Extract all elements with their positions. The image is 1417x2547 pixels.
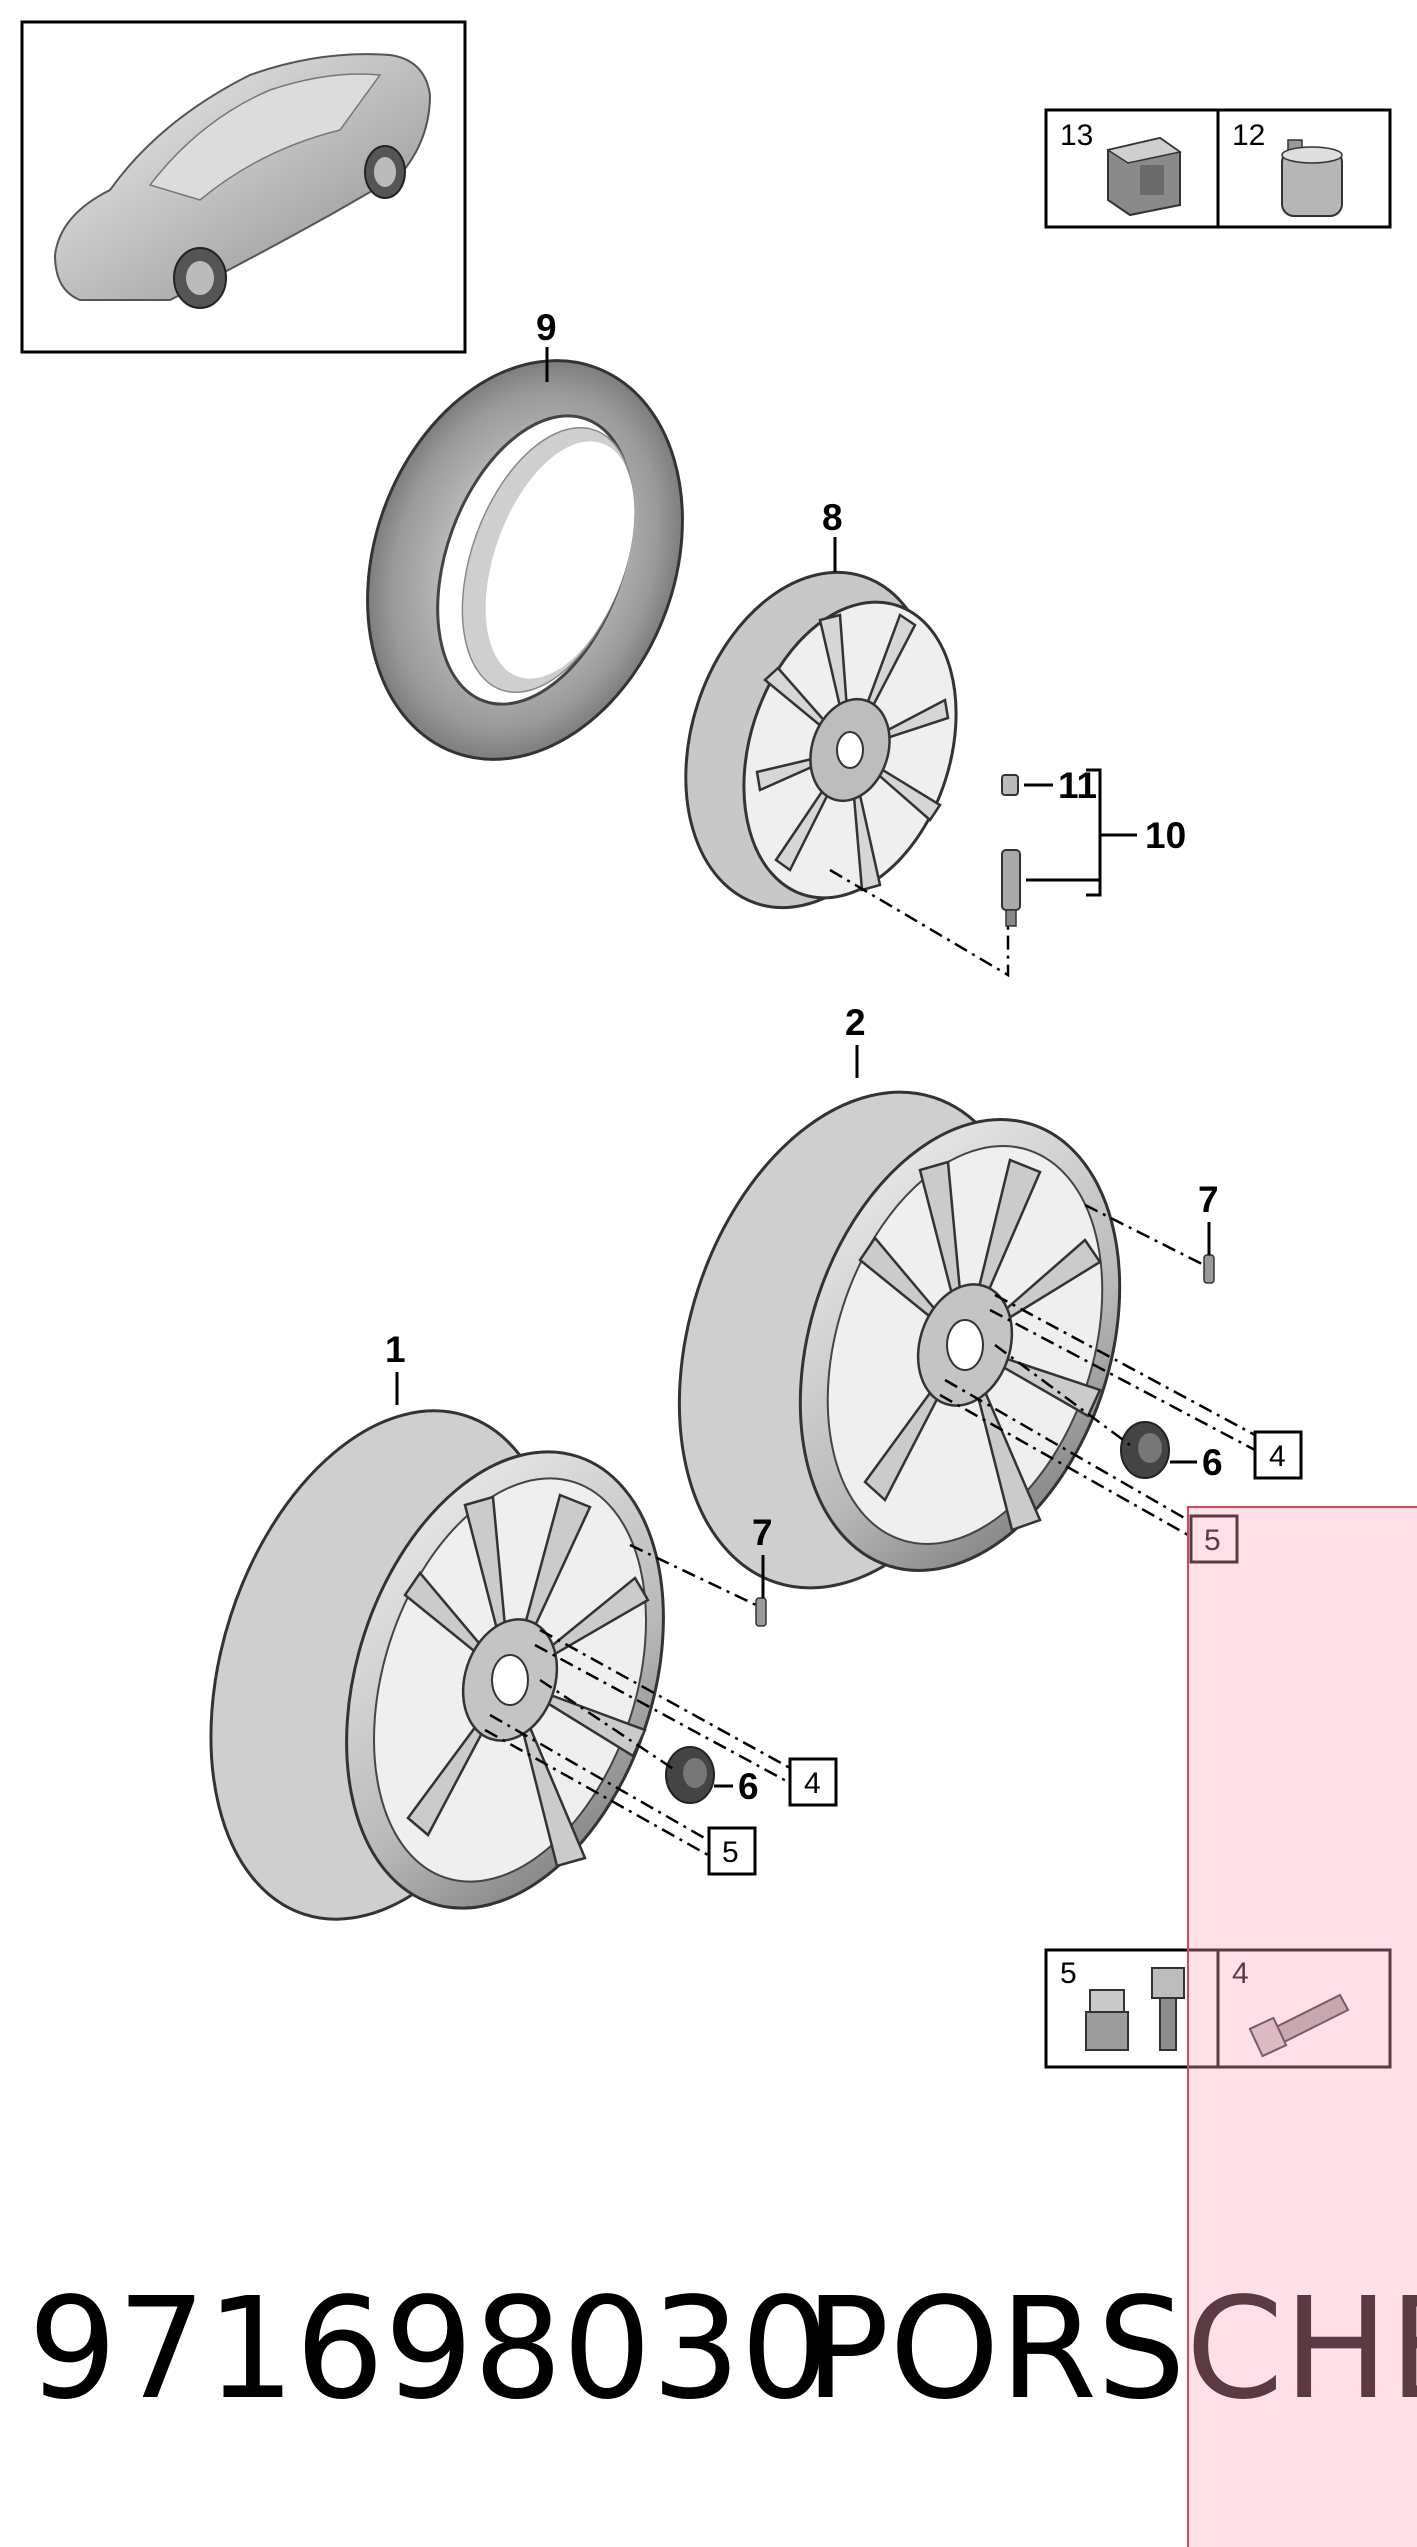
boxed-ref-4b: 4 [804,1767,821,1800]
lock-nut-adapter-icon [1085,1989,1129,2051]
sealant-kit-icon [1106,136,1182,217]
callout-9: 9 [536,307,557,348]
legend-top-left-number: 13 [1060,119,1093,152]
callout-10: 10 [1145,815,1186,856]
callout-2: 2 [845,1002,866,1043]
callout-11: 11 [1058,765,1097,806]
tire-part-9 [366,359,684,761]
wheel-bolt-icon [1248,1993,1350,2058]
center-cap-6b [665,1746,715,1804]
tpms-sensor-7a [1203,1254,1215,1284]
callout-7b: 7 [752,1512,773,1553]
vehicle-thumbnail [20,20,467,354]
wheel-part-1 [209,1409,665,1921]
callout-1: 1 [385,1329,406,1370]
brand-name: PORSCHE [805,2268,1417,2431]
callout-8: 8 [822,497,843,538]
spare-wheel-part-8 [684,570,958,910]
boxed-ref-5a: 5 [1204,1524,1221,1557]
callout-6a: 6 [1202,1442,1223,1483]
legend-bottom-right-number: 4 [1232,1957,1249,1990]
boxed-ref-5b: 5 [722,1836,739,1869]
legend-box-bottom: 5 4 [1044,1948,1392,2069]
center-cap-6a [1120,1421,1170,1479]
legend-bottom-left-number: 5 [1060,1957,1077,1990]
lock-bolt-icon [1151,1967,1185,2051]
legend-box-top: 13 12 [1044,108,1392,229]
compressor-bottle-icon [1281,139,1343,217]
legend-top-right-number: 12 [1232,119,1265,152]
callout-7a: 7 [1198,1179,1219,1220]
part-number: 971698030 [28,2268,830,2431]
wheel-part-2 [677,1090,1122,1590]
valve-part-10 [1001,849,1021,927]
boxed-ref-4a: 4 [1269,1440,1286,1473]
tpms-sensor-7b [755,1597,767,1627]
valve-cap-part-11 [1001,774,1019,796]
callout-6b: 6 [738,1766,759,1807]
